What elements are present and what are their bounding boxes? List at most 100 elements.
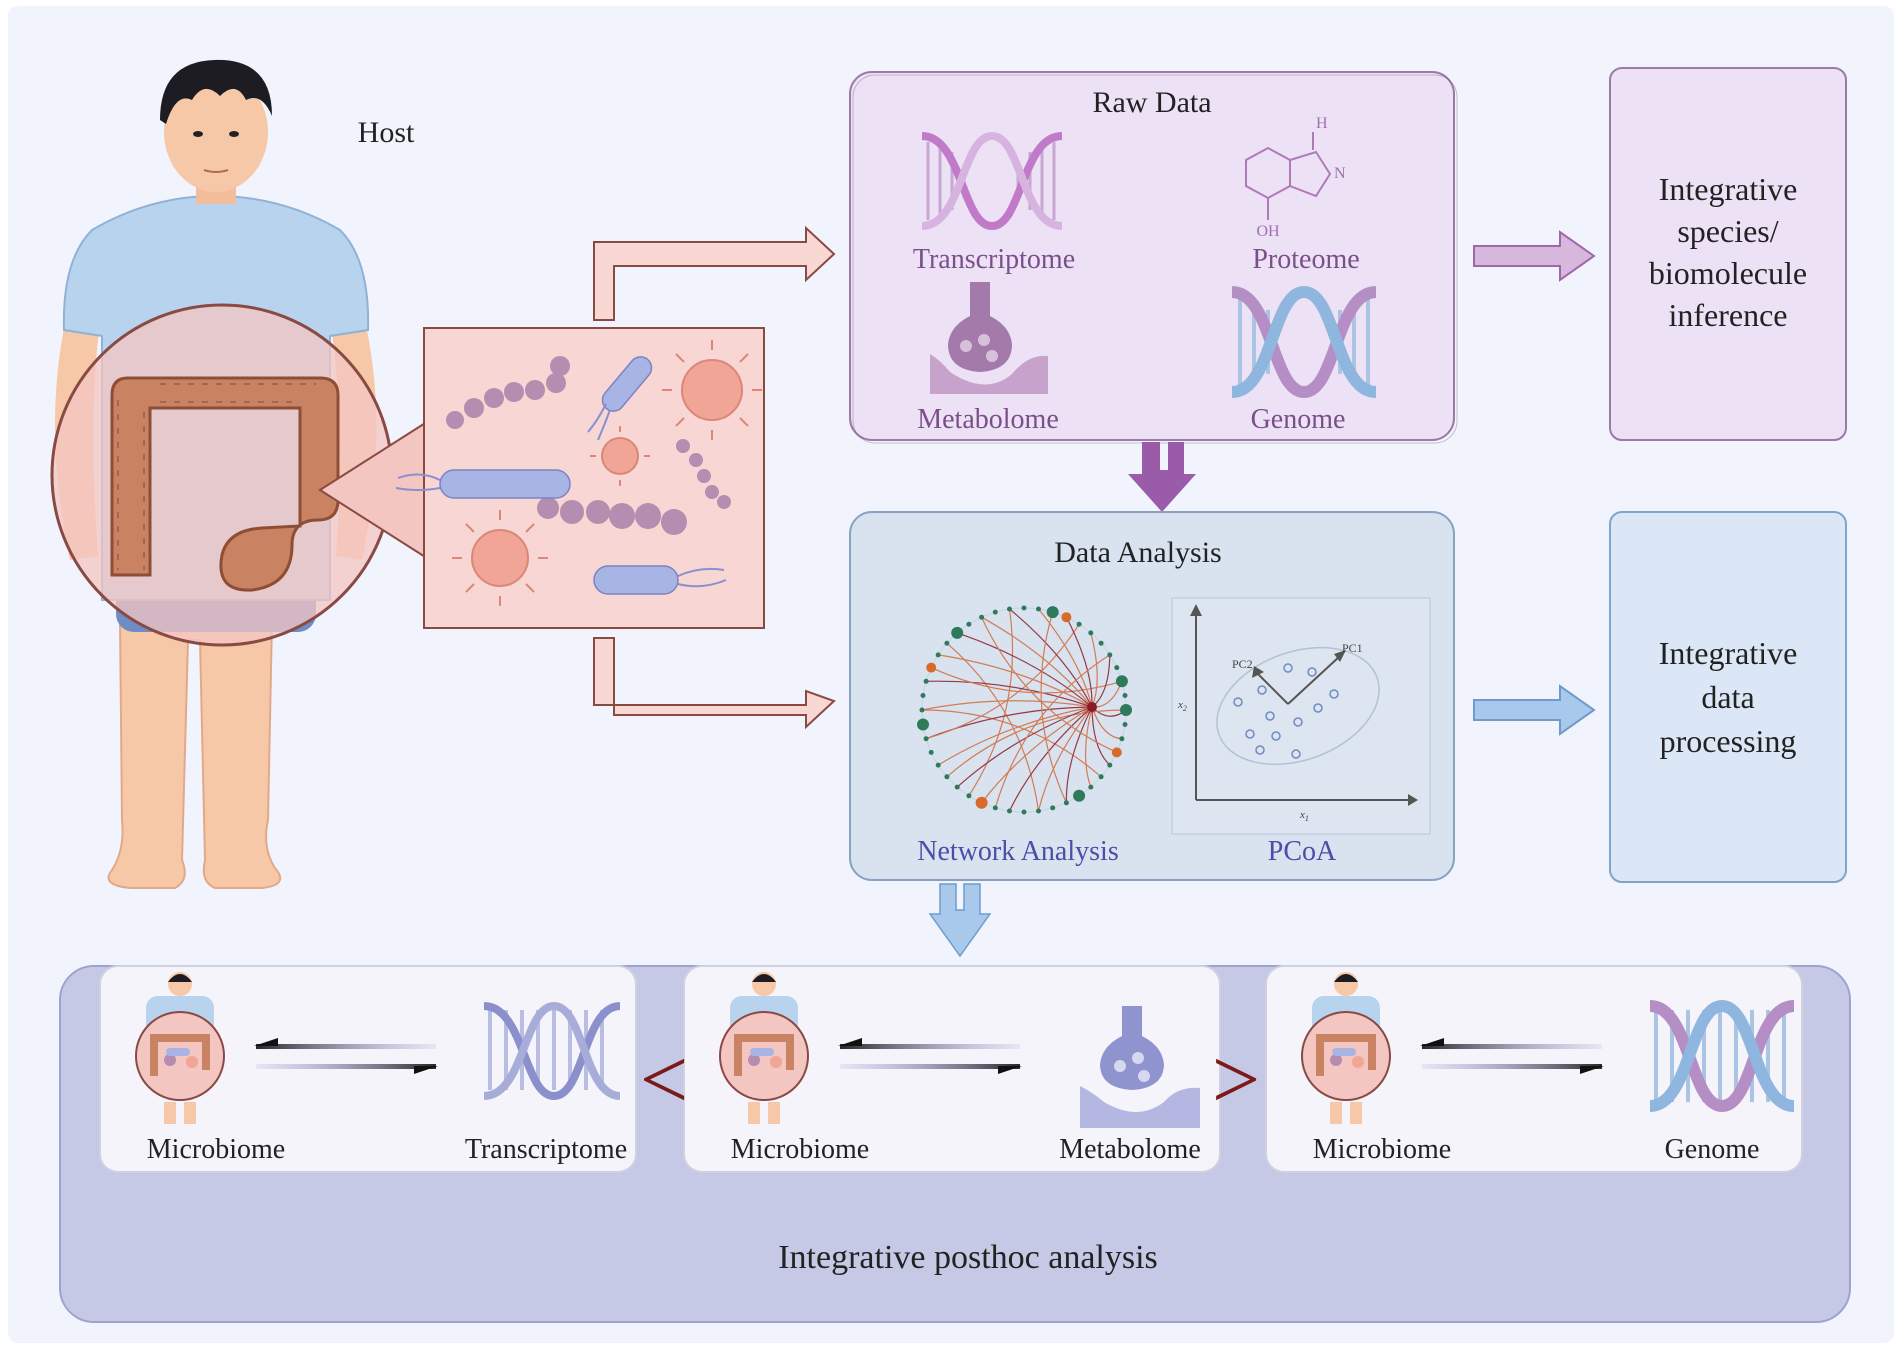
processing-line-1: Integrative: [1659, 635, 1798, 671]
network-edge: [930, 667, 1123, 694]
network-node: [1114, 665, 1120, 671]
gut-magnifier: [50, 303, 431, 647]
network-edge: [1009, 608, 1093, 708]
network-edge: [1065, 706, 1093, 803]
arrow-raw-to-analysis: [1128, 442, 1196, 512]
pcoa-x1-label: x1: [1299, 809, 1309, 823]
network-edge: [981, 616, 1118, 753]
network-node: [1021, 809, 1027, 815]
network-edge: [1040, 611, 1067, 804]
raw-data-item-proteome: Proteome: [1252, 244, 1359, 275]
host-face: [164, 72, 268, 192]
spiky-bacteria-spines: [452, 340, 762, 606]
rod-bacteria: [395, 356, 727, 595]
network-edge: [1038, 608, 1093, 708]
network-edge: [968, 608, 1014, 797]
network-edge: [938, 654, 1093, 708]
network-node: [1061, 612, 1072, 623]
arrow-to-raw-data: [593, 225, 836, 321]
network-node: [951, 626, 964, 639]
network-edge: [994, 654, 1111, 809]
host-eye-right: [229, 131, 239, 137]
separator-right: >: [1212, 1031, 1261, 1127]
network-node: [935, 762, 941, 768]
posthoc-left-label: Microbiome: [731, 1134, 869, 1165]
network-node: [1063, 800, 1069, 806]
host-eye-left: [193, 131, 203, 137]
network-node: [992, 609, 998, 615]
pcoa-pc1-label: PC1: [1342, 641, 1363, 655]
proteome-h-label: H: [1316, 115, 1328, 132]
posthoc-left-label: Microbiome: [1313, 1134, 1451, 1165]
network-analysis-label: Network Analysis: [917, 836, 1118, 867]
network-node: [1122, 693, 1128, 698]
network-node: [1107, 762, 1113, 768]
pcoa-pc2-label: PC2: [1232, 657, 1253, 671]
network-node: [917, 718, 929, 731]
network-node: [923, 736, 929, 742]
posthoc-panel: Microbiome Genome: [1265, 965, 1803, 1173]
network-node: [926, 662, 937, 673]
network-edge: [921, 700, 1093, 711]
network-node: [966, 793, 972, 799]
network-node: [1111, 747, 1122, 758]
network-node: [1007, 606, 1012, 612]
host-label: Host: [358, 116, 415, 149]
host-hair: [160, 59, 272, 124]
mini-metabolome-synapse-icon: [1080, 1006, 1200, 1128]
network-node: [923, 678, 929, 684]
proteome-molecule-icon: [1245, 132, 1332, 220]
network-edge: [957, 632, 1093, 708]
network-node: [1120, 704, 1132, 716]
proteome-oh-label: OH: [1256, 223, 1280, 240]
cocci-chain: [446, 356, 731, 535]
network-edge: [1090, 632, 1098, 708]
data-analysis-title: Data Analysis: [1054, 536, 1221, 569]
metabolome-synapse-icon: [930, 282, 1048, 394]
network-node: [1036, 606, 1041, 612]
network-node: [944, 640, 950, 646]
proteome-n-label: N: [1334, 165, 1346, 182]
arrow-to-data-analysis: [593, 637, 836, 730]
network-node: [944, 774, 950, 780]
inference-box: [1609, 67, 1847, 441]
network-edge: [956, 706, 1093, 788]
raw-data-title: Raw Data: [1092, 86, 1211, 119]
transcriptome-dna-icon: [921, 131, 1063, 231]
pcoa-label: PCoA: [1268, 836, 1337, 867]
network-node: [920, 693, 926, 698]
inference-line-4: inference: [1668, 297, 1787, 333]
network-node: [1046, 606, 1059, 619]
network-node: [1021, 605, 1027, 611]
raw-data-item-transcriptome: Transcriptome: [913, 244, 1075, 275]
posthoc-left-label: Microbiome: [147, 1134, 285, 1165]
arrow-to-processing: [1473, 684, 1596, 736]
network-node: [1088, 630, 1094, 636]
network-node: [919, 707, 925, 713]
network-node: [1098, 640, 1104, 646]
posthoc-title: Integrative posthoc analysis: [778, 1239, 1158, 1276]
posthoc-right-label: Genome: [1665, 1134, 1760, 1165]
host-mouth: [203, 169, 229, 173]
processing-line-2: data: [1701, 679, 1754, 715]
pcoa-plot: [1171, 597, 1431, 835]
inference-line-3: biomolecule: [1649, 255, 1807, 291]
network-edge: [1085, 706, 1093, 788]
network-node: [954, 784, 960, 790]
processing-box: [1609, 511, 1847, 883]
network-edge: [926, 680, 1093, 708]
raw-data-item-metabolome: Metabolome: [917, 404, 1059, 435]
network-node: [1007, 808, 1012, 814]
network-node: [975, 796, 988, 809]
network-edge: [1091, 706, 1122, 740]
mini-transcriptome-dna-icon: [483, 1001, 621, 1101]
network-node: [1036, 808, 1041, 814]
arrow-analysis-to-posthoc: [928, 883, 992, 958]
genome-dna-icon: [1231, 285, 1377, 399]
raw-data-item-genome: Genome: [1251, 404, 1346, 435]
network-node: [1115, 675, 1128, 688]
inference-line-1: Integrative: [1659, 171, 1798, 207]
network-node: [1076, 621, 1082, 627]
